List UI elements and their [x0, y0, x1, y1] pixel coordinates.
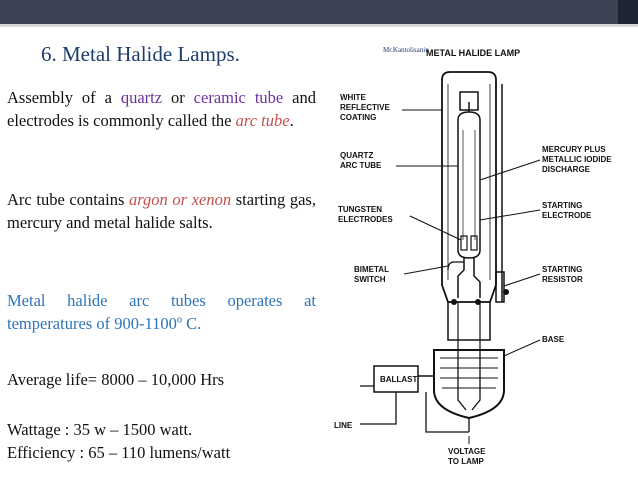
text-span: Arc tube contains: [7, 190, 129, 209]
electrode: [470, 235, 478, 251]
junction-dot: [451, 299, 457, 305]
label-voltage: VOLTAGE: [448, 447, 486, 456]
label-starting-resistor-1: STARTING: [542, 265, 582, 274]
label-tungsten: TUNGSTEN: [338, 205, 382, 214]
top-bar-corner: [618, 0, 638, 24]
label-line: LINE: [334, 421, 353, 430]
lead-wire: [457, 258, 465, 298]
highlight-quartz: quartz: [120, 88, 163, 107]
lamp-base: [433, 349, 505, 420]
lead-wire: [473, 258, 481, 298]
bimetal-switch-shape: [447, 261, 464, 271]
label-white: WHITE: [340, 93, 366, 102]
paragraph-efficiency: Efficiency : 65 – 110 lumens/watt: [7, 443, 231, 462]
paragraph-temperature: Metal halide arc tubes operates at tempe…: [7, 291, 316, 333]
top-bar: [0, 0, 638, 24]
text-span: Assembly of a: [7, 88, 121, 107]
text-span: or: [162, 88, 194, 107]
highlight-ceramic: ceramic: [193, 88, 246, 107]
diagram-title: METAL HALIDE LAMP: [426, 48, 520, 58]
base-wire: [457, 350, 481, 411]
label-metallic-iodide: METALLIC IODIDE: [542, 155, 612, 164]
author-credit: Mr.Kantolisanin: [383, 46, 429, 54]
paragraph-wattage: Wattage : 35 w – 1500 watt.: [7, 420, 193, 439]
electrode: [460, 235, 468, 251]
lamp-diagram: METAL HALIDE LAMP WHITE R: [334, 48, 612, 466]
neck-wire: [457, 302, 481, 350]
text-span: and electrodes is commonly called the: [7, 88, 316, 130]
label-arc-tube: ARC TUBE: [340, 161, 382, 170]
bulb-neck: [447, 302, 491, 341]
text-span: .: [289, 111, 294, 130]
paragraph-life: Average life= 8000 – 10,000 Hrs: [7, 370, 225, 389]
text-span: starting gas, mercury and metal halide s…: [7, 190, 316, 232]
leader-lines: [396, 109, 541, 444]
arc-tube-shape: [457, 111, 481, 259]
label-base: BASE: [542, 335, 565, 344]
label-quartz: QUARTZ: [340, 151, 373, 160]
base-threads: [440, 357, 498, 389]
label-to-lamp: TO LAMP: [448, 457, 485, 466]
label-switch: SWITCH: [354, 275, 386, 284]
junction-dot: [503, 289, 509, 295]
outer-bulb: [441, 71, 497, 303]
label-bimetal: BIMETAL: [354, 265, 389, 274]
label-starting-electrode-1: STARTING: [542, 201, 582, 210]
label-electrodes: ELECTRODES: [338, 215, 393, 224]
highlight-gas: argon or xenon: [129, 190, 232, 209]
highlight-arc-tube: arc tube: [235, 111, 290, 130]
label-starting-electrode-2: ELECTRODE: [542, 211, 592, 220]
voltage-wire: [425, 392, 470, 433]
label-reflective: REFLECTIVE: [340, 103, 390, 112]
reflective-coating: [447, 84, 491, 280]
top-bar-accent: [0, 24, 638, 27]
line-wire: [360, 385, 397, 425]
starting-resistor-shape: [495, 271, 505, 303]
label-ballast: BALLAST: [380, 375, 417, 384]
slide-title: 6. Metal Halide Lamps.: [41, 42, 240, 66]
label-coating: COATING: [340, 113, 376, 122]
highlight-tube: tube: [254, 88, 284, 107]
label-discharge: DISCHARGE: [542, 165, 591, 174]
label-starting-resistor-2: RESISTOR: [542, 275, 583, 284]
paragraph-gas: Arc tube contains argon or xenon startin…: [7, 188, 316, 234]
paragraph-arc-tube: Assembly of a quartz or ceramic tube and…: [7, 86, 316, 132]
label-mercury: MERCURY PLUS: [542, 145, 606, 154]
